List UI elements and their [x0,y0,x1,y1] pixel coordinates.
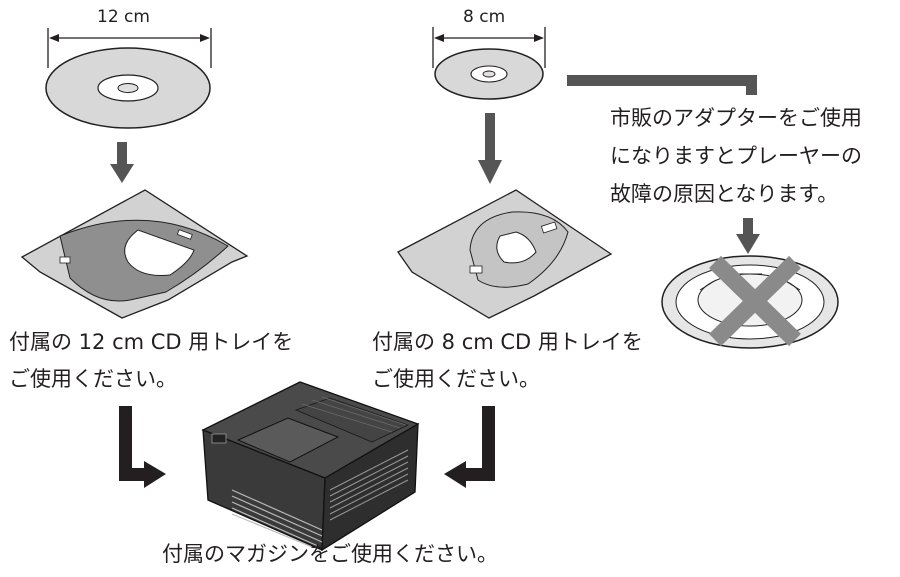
disc-12cm [45,47,211,129]
tray-12cm-caption-line2: ご使用ください。 [9,367,177,391]
tray-8cm [397,189,613,319]
disc-magazine [201,381,420,552]
disc-12cm-label: 12 cm [97,7,150,27]
tray-12cm-caption-line1: 付属の 12 cm CD 用トレイを [9,330,294,354]
adapter-warning-line1: 市販のアダプターをご使用 [610,106,862,130]
disc-8cm-label: 8 cm [463,7,506,27]
magazine-caption: 付属のマガジンをご使用ください。 [162,542,498,566]
down-arrow-icon [736,218,760,254]
adapter-warning-line2: になりますとプレーヤーの [610,144,862,168]
down-arrow-icon [110,142,134,183]
tray-8cm-caption-line2: ご使用ください。 [372,367,540,391]
down-arrow-icon [478,113,502,184]
dimension-8cm [432,27,546,68]
tray-8cm-caption-line1: 付属の 8 cm CD 用トレイを [372,330,643,354]
dimension-12cm [47,28,212,68]
tray-12cm [20,189,249,319]
adapter-connector-arrow [567,75,757,95]
flow-arrow-left [119,406,166,488]
cross-mark-icon [709,255,801,347]
flow-arrow-right [444,406,495,488]
adapter-warning-line3: 故障の原因となります。 [610,182,839,206]
disc-8cm [434,48,544,100]
